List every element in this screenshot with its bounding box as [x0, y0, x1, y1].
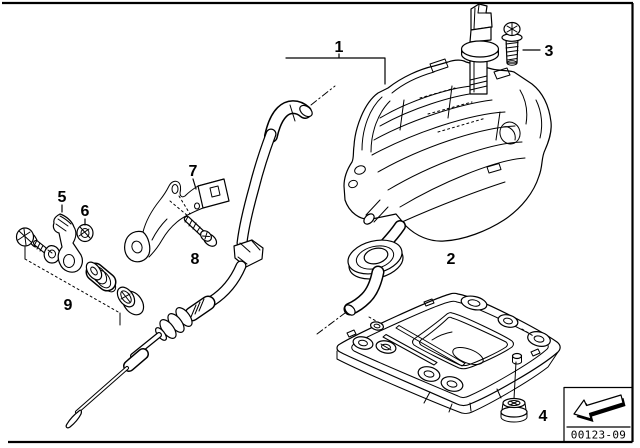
part-label-5: 5: [58, 189, 67, 206]
frame-border: [2, 1, 634, 444]
shift-cable-drawing: [65, 85, 336, 429]
part-label-6: 6: [81, 203, 90, 220]
part-label-3: 3: [545, 43, 554, 60]
grommet-and-tube-drawing: [316, 220, 406, 335]
bolt-8-drawing: [183, 215, 218, 247]
plate-bosses: [352, 295, 551, 392]
shift-mechanism-drawing: [343, 58, 552, 242]
direction-of-travel-arrow-icon: [573, 394, 626, 422]
code-stamp-box: 00123-09: [563, 386, 633, 443]
bolt-3-drawing: [501, 21, 523, 66]
bracket-7-drawing: [124, 178, 230, 263]
selector-shaft-drawing: [460, 3, 500, 95]
callouts: 1 2 3 4 5 6 7 8 9: [58, 39, 554, 425]
plate-stud: [511, 352, 523, 365]
diagram-code: 00123-09: [571, 429, 626, 442]
part-label-9: 9: [64, 297, 73, 314]
part-label-1: 1: [335, 39, 344, 56]
part-label-8: 8: [191, 251, 200, 268]
nut-4-drawing: [500, 361, 528, 423]
base-plate-drawing: [336, 292, 561, 414]
part-label-2: 2: [447, 251, 456, 268]
part-label-4: 4: [539, 408, 548, 425]
part-label-7: 7: [189, 163, 198, 180]
selector-lever-group-drawing: [15, 213, 145, 326]
